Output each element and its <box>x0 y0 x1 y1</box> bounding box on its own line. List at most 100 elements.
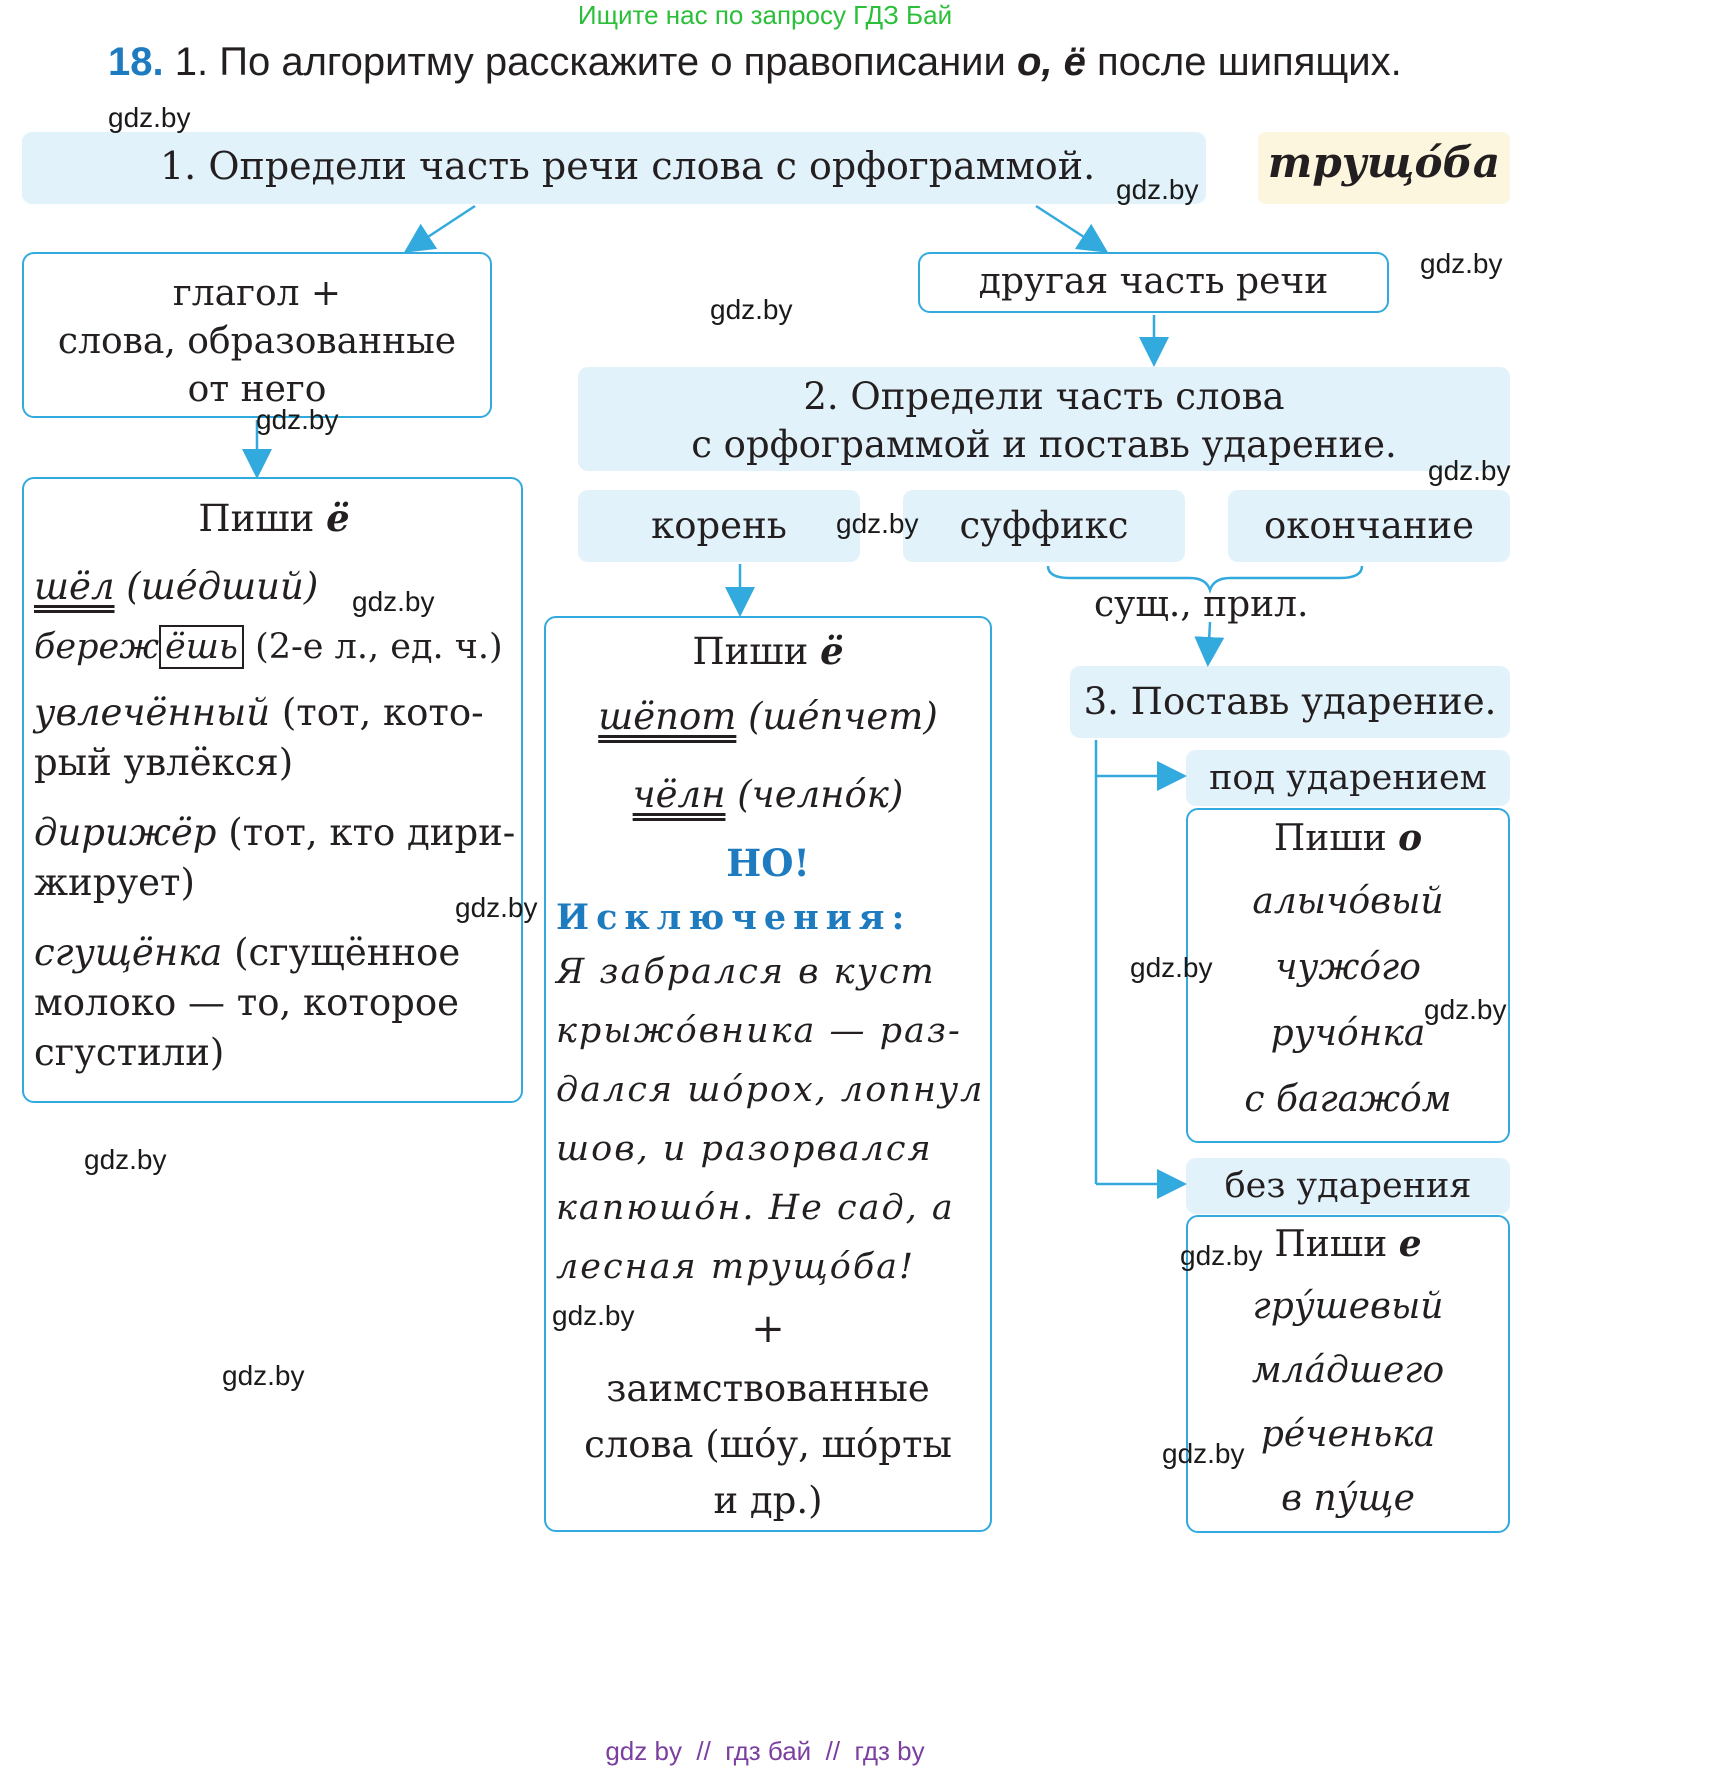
right-o-word: с багажо́м <box>1244 1079 1452 1120</box>
right-e-title-letter: е <box>1398 1223 1422 1265</box>
watermark: gdz.by <box>352 586 435 617</box>
verb-line-1: глагол + <box>172 273 342 314</box>
exception-line: капюшо́н. Не сад, а <box>556 1188 955 1228</box>
watermark: gdz.by <box>455 892 538 923</box>
mid-line-1: шёпот (ше́пчет) <box>550 687 986 747</box>
watermark: gdz.by <box>108 102 191 133</box>
left-line-9: сгустили) <box>34 1031 225 1074</box>
mid-title-letter: ё <box>820 629 844 673</box>
right-o-title: Пиши о <box>1186 812 1510 865</box>
watermark: gdz.by <box>1130 952 1213 983</box>
example-note: (сгущённое <box>234 931 461 974</box>
task-text-after: после шипящих. <box>1085 40 1402 84</box>
exception-line: дался шо́рох, лопнул <box>556 1070 985 1110</box>
suffix-box: суффикс <box>903 490 1185 562</box>
right-o-content: Пиши о алычо́вый чужо́го ручо́нка с бага… <box>1186 812 1510 1133</box>
watermark: gdz.by <box>710 294 793 325</box>
dictionary-word-box <box>1258 132 1510 204</box>
verb-line-2: слова, образованные <box>57 321 457 362</box>
mid-line-2: чёлн (челно́к) <box>550 765 986 825</box>
borrowed-line: заимствованные <box>606 1367 930 1410</box>
example-note: (тот, кто дири- <box>228 811 516 854</box>
ending-box-mark: ёшь <box>158 625 244 669</box>
right-o-word: чужо́го <box>1275 947 1421 988</box>
plus-sign: + <box>751 1306 785 1352</box>
right-o-title-letter: о <box>1398 817 1423 859</box>
example-related: (челно́к) <box>737 773 904 816</box>
arrow-to-step3 <box>1194 621 1225 667</box>
borrowed-line: слова (шо́у, шо́рты <box>584 1423 952 1466</box>
watermark: gdz.by <box>84 1144 167 1175</box>
task-heading: 18. 1. По алгоритму расскажите о правопи… <box>108 40 1402 85</box>
example-note: (2-е л., ед. ч.) <box>255 627 503 667</box>
watermark: gdz.by <box>1424 994 1507 1025</box>
noun-adj-label: сущ., прил. <box>1094 584 1309 625</box>
watermark: gdz.by <box>256 404 339 435</box>
example-word: шёпот <box>598 695 737 738</box>
left-line-7: сгущёнка (сгущённое <box>34 923 514 983</box>
left-title: Пиши ё <box>34 488 514 549</box>
dictionary-word: трущо́ба <box>1267 138 1501 187</box>
left-title-letter: ё <box>326 496 350 540</box>
watermark: gdz.by <box>1116 174 1199 205</box>
exceptions-label: Исключения: <box>556 897 912 938</box>
verb-box: глагол + слова, образованные от него <box>22 252 492 418</box>
right-o-box <box>1186 808 1510 1143</box>
middle-rule-box <box>544 616 992 1532</box>
watermark: gdz.by <box>1180 1240 1263 1271</box>
left-rule-box <box>22 477 523 1103</box>
left-line-3: увлечённый (тот, кото- <box>34 683 514 743</box>
left-title-word: Пиши <box>198 497 327 540</box>
watermark: gdz.by <box>1420 248 1503 279</box>
top-banner: Ищите нас по запросу ГДЗ Бай <box>577 0 953 30</box>
left-line-8: молоко — то, которое <box>34 981 460 1024</box>
example-word: шёл <box>34 565 115 608</box>
middle-rule-content: Пиши ё шёпот (ше́пчет) чёлн (челно́к) НО… <box>550 626 986 1529</box>
left-line-4: рый увлёкся) <box>34 741 294 784</box>
right-o-title-word: Пиши <box>1273 818 1399 859</box>
right-e-content: Пиши е гру́шевый мла́дшего ре́ченька в п… <box>1186 1218 1510 1531</box>
mid-title: Пиши ё <box>550 626 986 677</box>
mid-title-word: Пиши <box>692 630 821 673</box>
stressed-label: под ударением <box>1186 750 1510 806</box>
footer-watermark: gdz by // гдз бай // гдз by <box>605 1736 925 1766</box>
left-line-6: жирует) <box>34 861 195 904</box>
example-note: (тот, кото- <box>281 691 484 734</box>
right-e-word: мла́дшего <box>1251 1350 1445 1391</box>
right-e-title: Пиши е <box>1186 1218 1510 1271</box>
watermark: gdz.by <box>1428 455 1511 486</box>
step2-line-1: 2. Определи часть слова <box>803 375 1285 418</box>
watermark: gdz.by <box>552 1300 635 1331</box>
task-number: 18. <box>108 40 164 84</box>
task-highlight: о, ё <box>1016 40 1086 84</box>
example-related: (ше́дший) <box>126 565 319 608</box>
step1-box <box>22 132 1206 204</box>
exception-line: лесная трущо́ба! <box>556 1247 916 1287</box>
right-e-word: в пу́ще <box>1281 1478 1415 1519</box>
right-o-word: алычо́вый <box>1252 881 1444 922</box>
arrow-to-other <box>1035 204 1109 253</box>
root-box: корень <box>578 490 860 562</box>
exception-line: крыжо́вника — раз- <box>556 1011 962 1051</box>
example-word: сгущёнка <box>34 931 223 974</box>
right-e-title-word: Пиши <box>1274 1224 1399 1265</box>
right-e-word: ре́ченька <box>1260 1414 1436 1455</box>
example-word: увлечённый <box>34 691 271 734</box>
other-pos-box: другая часть речи <box>918 252 1389 313</box>
borrowed-text: заимствованные слова (шо́у, шо́рты и др.… <box>550 1361 986 1529</box>
step2-box: 2. Определи часть слова с орфограммой и … <box>578 367 1510 471</box>
example-word: чёлн <box>632 773 726 816</box>
right-e-box <box>1186 1215 1510 1533</box>
example-related: (ше́пчет) <box>748 695 938 738</box>
left-line-5: дирижёр (тот, кто дири- <box>34 803 516 863</box>
step3-box: 3. Поставь ударение. <box>1070 666 1510 738</box>
verb-line-3: от него <box>187 369 327 410</box>
left-line-1: шёл (ше́дший) <box>34 557 514 617</box>
right-e-word: гру́шевый <box>1252 1286 1444 1327</box>
example-word: береж <box>34 627 159 667</box>
but-label: НО! <box>726 841 810 885</box>
example-word: дирижёр <box>34 811 217 854</box>
watermark: gdz.by <box>1162 1438 1245 1469</box>
